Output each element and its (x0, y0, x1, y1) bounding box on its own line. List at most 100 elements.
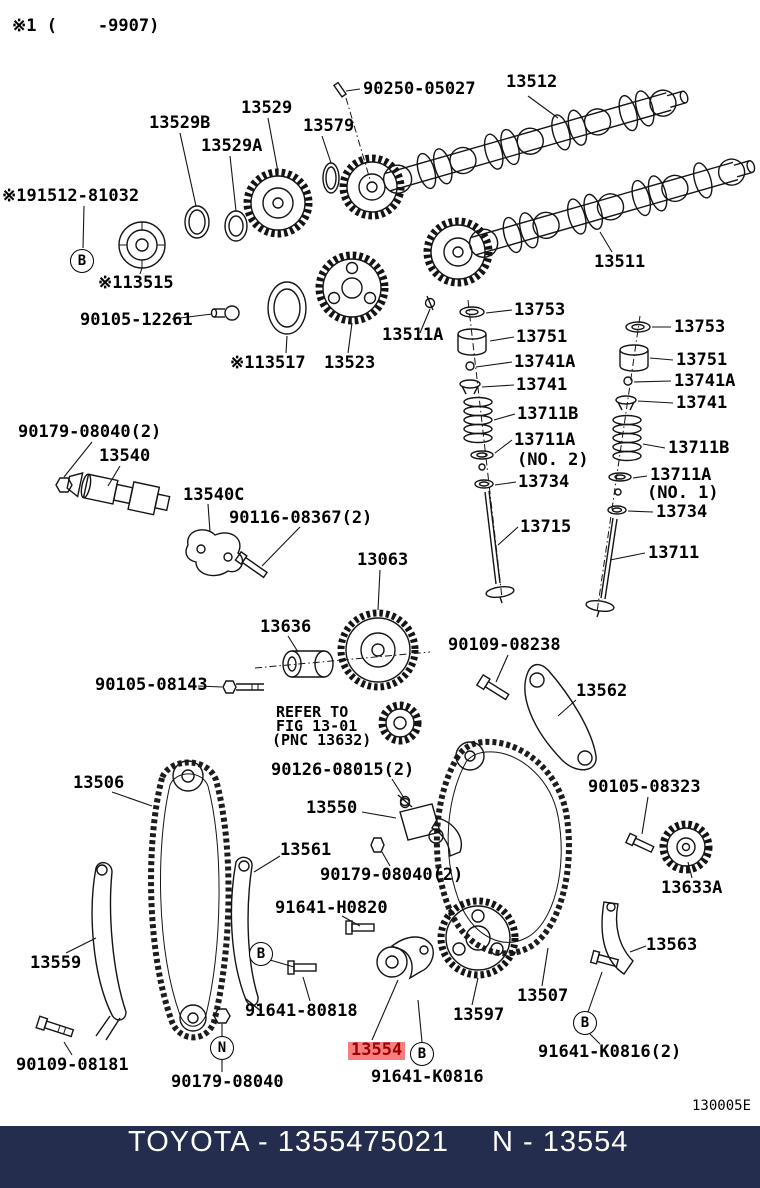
part-label-90109-08238[interactable]: 90109-08238 (448, 635, 561, 655)
part-label-NO2[interactable]: (NO. 2) (517, 450, 589, 470)
part-label-13633A[interactable]: 13633A (661, 878, 723, 898)
part-label-13506[interactable]: 13506 (73, 773, 125, 793)
part-label-13741[interactable]: 13741 (676, 393, 728, 413)
bolt-90116 (234, 550, 268, 579)
part-label-13562[interactable]: 13562 (576, 681, 628, 701)
callout-B: B (70, 249, 94, 273)
nut-90179-08040 (55, 477, 231, 1024)
part-label-13711[interactable]: 13711 (648, 543, 700, 563)
part-label-13540[interactable]: 13540 (99, 446, 151, 466)
part-label-90105-08143[interactable]: 90105-08143 (95, 675, 208, 695)
part-label-90250-05027[interactable]: 90250-05027 (363, 79, 476, 99)
part-label-91641-K08162[interactable]: 91641-K0816(2) (538, 1042, 682, 1062)
gear-13063 (337, 609, 419, 691)
bolt-90105-12261 (210, 305, 240, 321)
part-label-13753[interactable]: 13753 (674, 317, 726, 337)
callout-B: B (249, 942, 273, 966)
callout-N: N (210, 1036, 234, 1060)
part-label-13579[interactable]: 13579 (303, 116, 355, 136)
tensioner-13554 (376, 936, 434, 980)
part-label-90105-12261[interactable]: 90105-12261 (80, 310, 193, 330)
cam-gear-lower (423, 217, 493, 287)
part-label-13529A[interactable]: 13529A (201, 136, 263, 156)
stud-91641-k0816 (589, 949, 620, 968)
footer-part-number: TOYOTA - 1355475021 (128, 1126, 450, 1158)
part-label-13529[interactable]: 13529 (241, 98, 293, 118)
callout-B: B (573, 1011, 597, 1035)
part-label-13741[interactable]: 13741 (516, 375, 568, 395)
gear-13633a (659, 820, 713, 874)
part-label-90116-083672[interactable]: 90116-08367(2) (229, 508, 373, 528)
part-label-13511A[interactable]: 13511A (382, 325, 444, 345)
footer-bar: TOYOTA - 1355475021 N - 13554 (0, 1126, 760, 1188)
part-label-13711B[interactable]: 13711B (517, 404, 579, 424)
part-label-91641-K0816[interactable]: 91641-K0816 (371, 1067, 484, 1087)
pin-90250 (332, 81, 348, 98)
part-label-91641-H0820[interactable]: 91641-H0820 (275, 898, 388, 918)
part-label-13507[interactable]: 13507 (517, 986, 569, 1006)
part-label-REFERTO[interactable]: REFER TO (276, 703, 349, 721)
part-label-13741A[interactable]: 13741A (514, 352, 576, 372)
part-label-13734[interactable]: 13734 (656, 502, 708, 522)
part-label-13550[interactable]: 13550 (306, 798, 358, 818)
part-label-13063[interactable]: 13063 (357, 550, 409, 570)
part-label-13711B[interactable]: 13711B (668, 438, 730, 458)
stud-91641-80818 (287, 960, 317, 975)
callout-B: B (410, 1042, 434, 1066)
part-label-13715[interactable]: 13715 (520, 517, 572, 537)
part-label-13561[interactable]: 13561 (280, 840, 332, 860)
oil-pump-13540 (66, 472, 171, 516)
part-label-13734[interactable]: 13734 (518, 472, 570, 492)
footer-part-code: N - 13554 (492, 1126, 629, 1158)
timing-chain-13506 (148, 759, 232, 1041)
part-label-13741A[interactable]: 13741A (674, 371, 736, 391)
part-label-PNC13632[interactable]: (PNC 13632) (272, 731, 372, 749)
part-label-13753[interactable]: 13753 (514, 300, 566, 320)
part-label-13751[interactable]: 13751 (516, 327, 568, 347)
part-label-13711A[interactable]: 13711A (650, 465, 712, 485)
part-label-13559[interactable]: 13559 (30, 953, 82, 973)
leader-lines (63, 88, 693, 1072)
part-label-13597[interactable]: 13597 (453, 1005, 505, 1025)
part-label-FIG13-01[interactable]: FIG 13-01 (276, 717, 358, 735)
part-label-NO1[interactable]: (NO. 1) (647, 483, 719, 503)
part-label-13554[interactable]: 13554 (348, 1041, 406, 1060)
bolt-13511a (424, 295, 436, 311)
bolt-90109-08238 (475, 673, 510, 701)
valve-assembly-no1 (585, 315, 651, 618)
stud-91641-h0820 (345, 920, 375, 935)
bolt-90105-08143 (222, 680, 264, 694)
gear-13597 (437, 897, 519, 979)
part-label-13636[interactable]: 13636 (260, 617, 312, 637)
tensioner-13550 (370, 797, 462, 858)
part-label-90179-080402[interactable]: 90179-08040(2) (320, 865, 464, 885)
seal-13529a (224, 210, 248, 242)
part-label-90126-080152[interactable]: 90126-08015(2) (271, 760, 415, 780)
camshaft-13511 (468, 158, 756, 258)
part-label-13511[interactable]: 13511 (594, 252, 646, 272)
part-label-113515[interactable]: ※113515 (98, 273, 174, 293)
part-label-13523[interactable]: 13523 (324, 353, 376, 373)
vvt-pulley-113515 (118, 221, 166, 269)
part-label-13512[interactable]: 13512 (506, 72, 558, 92)
part-label-90179-080402[interactable]: 90179-08040(2) (18, 422, 162, 442)
chain-guide-13559 (91, 861, 127, 1041)
part-label-91641-80818[interactable]: 91641-80818 (245, 1001, 358, 1021)
seal-13529b (184, 205, 210, 239)
gasket-13540c (185, 529, 244, 577)
part-label-90105-08323[interactable]: 90105-08323 (588, 777, 701, 797)
part-label-13711A[interactable]: 13711A (514, 430, 576, 450)
part-label-90109-08181[interactable]: 90109-08181 (16, 1055, 129, 1075)
guide-13563 (601, 901, 634, 975)
page-note: ※1 ( -9907) (12, 16, 160, 36)
part-label-13563[interactable]: 13563 (646, 935, 698, 955)
part-label-13529B[interactable]: 13529B (149, 113, 211, 133)
cam-gear-13523 (315, 251, 389, 325)
spacer-13636 (282, 650, 334, 678)
part-label-90179-08040[interactable]: 90179-08040 (171, 1072, 284, 1092)
part-label-13540C[interactable]: 13540C (183, 485, 245, 505)
part-label-113517[interactable]: ※113517 (230, 353, 306, 373)
part-label-191512-81032[interactable]: ※191512-81032 (2, 186, 140, 206)
parts-diagram (35, 81, 756, 1072)
part-label-13751[interactable]: 13751 (676, 350, 728, 370)
